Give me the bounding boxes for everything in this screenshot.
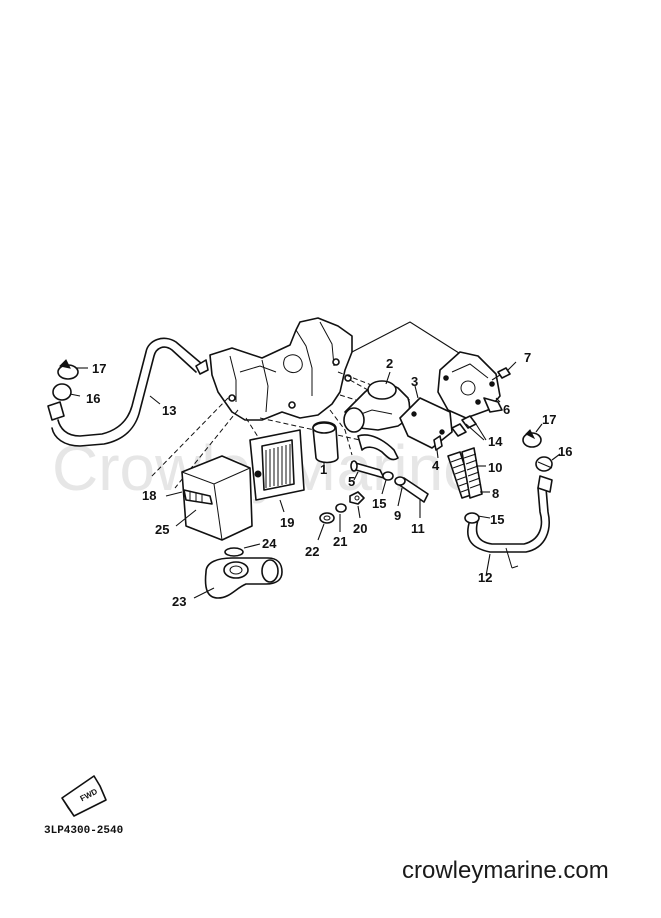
part-3-gasket — [399, 385, 453, 449]
part-17-clip-left — [57, 359, 88, 380]
callout-7: 7 — [524, 350, 531, 365]
callout-18: 18 — [142, 488, 156, 503]
part-6-cover — [437, 351, 503, 419]
callout-6: 6 — [503, 402, 510, 417]
diagram-code: 3LP4300-2540 — [44, 825, 123, 837]
part-1-sleeve — [312, 421, 339, 470]
callout-2: 2 — [386, 356, 393, 371]
callout-16b: 16 — [558, 444, 572, 459]
part-16-joint-right — [535, 453, 561, 472]
part-18-silencer-box — [165, 455, 253, 541]
callout-15a: 15 — [372, 496, 386, 511]
part-23-elbow-pipe — [193, 557, 283, 599]
part-16-joint-left — [52, 383, 81, 401]
part-15-clamp-a — [381, 471, 394, 495]
part-14-fittings — [451, 415, 487, 441]
callout-25: 25 — [155, 522, 169, 537]
callout-17a: 17 — [92, 361, 106, 376]
part-20-nut — [349, 491, 365, 519]
callout-13: 13 — [162, 403, 176, 418]
callout-24: 24 — [262, 536, 277, 551]
part-21-washer — [335, 503, 347, 532]
callout-12: 12 — [478, 570, 492, 585]
callout-21: 21 — [333, 534, 347, 549]
callout-17b: 17 — [542, 412, 556, 427]
part-15-clamp-b — [464, 512, 491, 524]
callout-labels: 1 2 3 4 5 6 7 8 9 10 11 12 13 14 15 15 1… — [86, 350, 572, 609]
part-9-hose — [394, 476, 429, 518]
part-17-clip-right — [522, 423, 543, 448]
callout-1: 1 — [320, 462, 327, 477]
site-footer: crowleymarine.com — [402, 857, 609, 884]
callout-14: 14 — [488, 434, 503, 449]
callout-9: 9 — [394, 508, 401, 523]
callout-20: 20 — [353, 521, 367, 536]
part-16-fitting-right — [537, 475, 553, 493]
callout-11: 11 — [411, 521, 425, 536]
callout-22: 22 — [305, 544, 319, 559]
callout-23: 23 — [172, 594, 186, 609]
callout-8: 8 — [492, 486, 499, 501]
callout-3: 3 — [411, 374, 418, 389]
part-13-hose-left — [51, 337, 209, 447]
part-12-hose-right — [466, 487, 550, 577]
fwd-arrow-icon: FWD — [61, 775, 107, 817]
callout-4: 4 — [432, 458, 440, 473]
part-24-oring — [224, 543, 261, 557]
callout-15b: 15 — [490, 512, 504, 527]
part-22-washer — [317, 512, 335, 541]
engine-block-outline — [209, 317, 353, 421]
callout-19: 19 — [280, 515, 294, 530]
callout-10: 10 — [488, 460, 502, 475]
part-16-fitting-left — [47, 401, 65, 421]
part-8-corrugated-hose — [461, 447, 490, 499]
part-7-screw — [491, 361, 517, 381]
part-4-pin — [433, 435, 443, 459]
callout-5: 5 — [348, 474, 355, 489]
part-5-pipe — [350, 460, 385, 481]
part-19-filter-element — [249, 429, 305, 513]
part-2-body — [343, 371, 411, 433]
callout-16a: 16 — [86, 391, 100, 406]
elbow-hose — [357, 434, 399, 461]
